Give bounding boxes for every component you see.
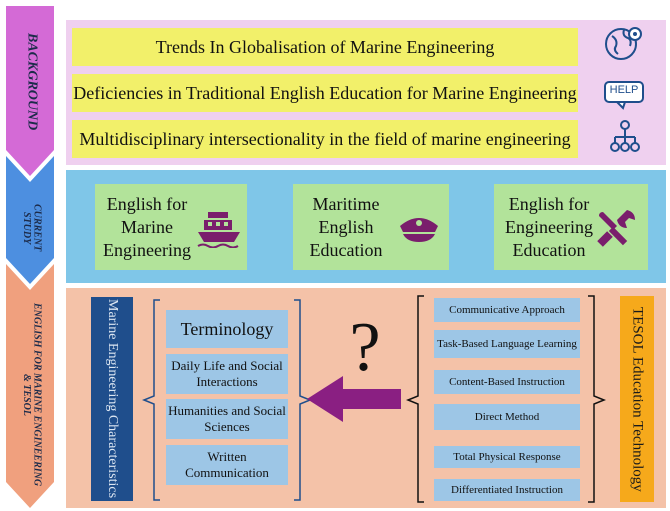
marine-engineering-characteristics-title: Marine Engineering Characteristics	[91, 297, 133, 501]
background-item-3: Multidisciplinary intersectionality in t…	[72, 120, 578, 158]
ship-icon	[197, 212, 240, 248]
method-task-based: Task-Based Language Learning	[434, 330, 580, 358]
background-arrow	[6, 6, 54, 176]
question-mark: ?	[349, 309, 381, 386]
background-item-1: Trends In Globalisation of Marine Engine…	[72, 28, 578, 66]
tesol-education-technology-title: TESOL Education Technology	[620, 296, 654, 502]
captain-hat-icon	[400, 218, 438, 242]
side-arrows	[6, 6, 54, 508]
characteristic-humanities: Humanities and Social Sciences	[166, 399, 288, 439]
characteristic-daily-life: Daily Life and Social Interactions	[166, 354, 288, 394]
english-tesol-arrow	[6, 264, 54, 508]
study-item-label: Maritime English Education	[309, 193, 383, 260]
characteristic-written: Written Communication	[166, 445, 288, 485]
method-communicative: Communicative Approach	[434, 298, 580, 322]
method-direct: Direct Method	[434, 404, 580, 430]
current-study-arrow	[6, 156, 54, 284]
background-item-2: Deficiencies in Traditional English Educ…	[72, 74, 578, 112]
help-icon-text: HELP	[609, 84, 639, 96]
methods-bracket-left	[405, 295, 424, 503]
study-item-label: English for Marine Engineering	[103, 193, 191, 260]
tools-icon	[597, 210, 635, 247]
left-bracket	[141, 299, 160, 501]
purple-arrow	[307, 376, 401, 422]
method-differentiated: Differentiated Instruction	[434, 479, 580, 501]
current-study-side-label: CURRENT STUDY	[21, 204, 43, 252]
help-icon	[604, 81, 644, 110]
study-item-label: English for Engineering Education	[505, 193, 593, 260]
background-side-label: BACKGROUND	[24, 33, 40, 131]
method-content-based: Content-Based Instruction	[434, 370, 580, 394]
characteristic-terminology: Terminology	[166, 310, 288, 348]
study-item-english-marine: English for Marine Engineering	[95, 184, 247, 270]
method-total-physical: Total Physical Response	[434, 446, 580, 468]
hierarchy-icon	[610, 120, 640, 152]
english-tesol-side-label: ENGLISH FOR MARINE ENGINEERING & TESOL	[21, 303, 43, 487]
methods-bracket-right	[588, 295, 607, 503]
globe-gear-icon	[605, 27, 642, 60]
